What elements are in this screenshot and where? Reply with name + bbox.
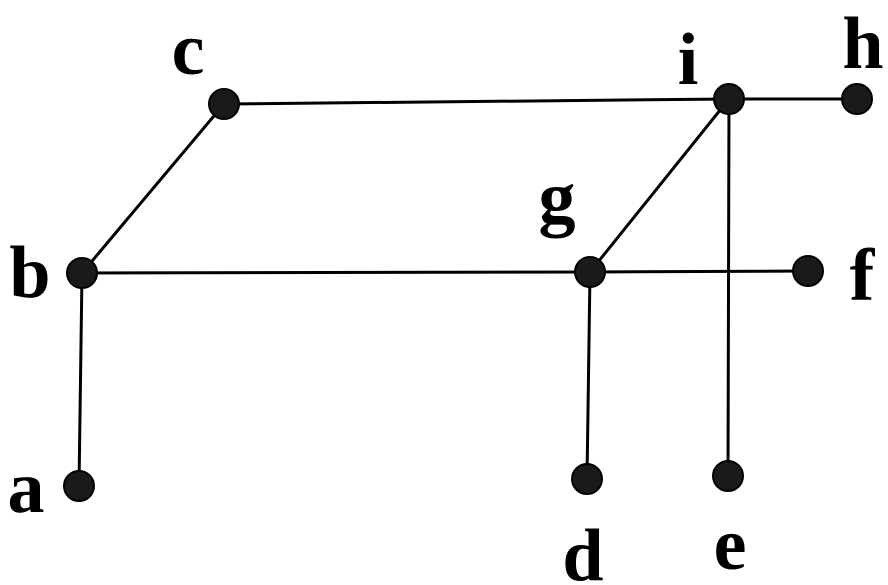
node-label-c: c [172,9,205,91]
edge-b-c [80,103,226,274]
node-label-e: e [714,504,747,585]
labels-layer: a b c d e f g h i [8,3,884,585]
node-d [571,463,603,495]
node-label-i: i [678,19,699,101]
node-label-a: a [8,447,45,529]
node-f [792,255,824,287]
edge-b-g [81,270,591,275]
node-a [63,470,95,502]
node-label-g: g [539,157,576,239]
edges-layer [77,97,857,487]
node-label-f: f [850,235,876,317]
node-label-d: d [562,515,603,585]
node-e [712,460,744,492]
node-c [208,88,240,120]
node-h [841,83,873,115]
edge-c-i [223,97,730,106]
edge-g-d [585,271,592,480]
nodes-layer [63,83,873,502]
edge-i-g [588,98,731,273]
edge-g-f [589,269,809,274]
node-b [66,257,98,289]
node-label-b: b [9,232,50,314]
node-i [713,83,745,115]
node-label-h: h [842,3,883,85]
edge-a-b [77,272,84,487]
node-g [574,256,606,288]
edge-i-e [726,98,731,477]
